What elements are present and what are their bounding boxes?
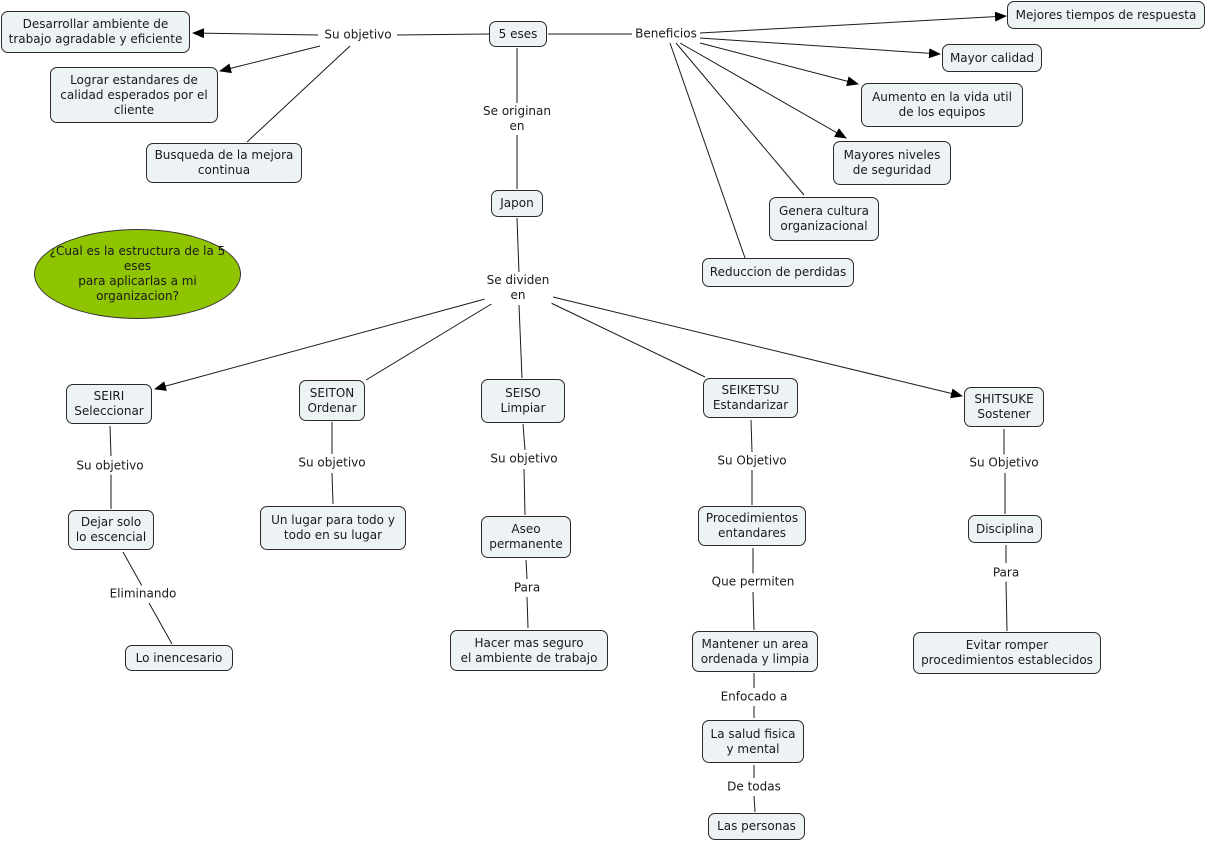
node-shitsuke-disciplina[interactable]: Disciplina [968, 515, 1042, 543]
link-label-seiton-objetivo: Su objetivo [296, 454, 368, 472]
line-seiton-n0 [331, 472, 334, 505]
node-beneficio-vida-util[interactable]: Aumento en la vida util de los equipos [861, 83, 1023, 127]
link-label-beneficios: Beneficios [633, 25, 699, 43]
line-seiso-l1 [525, 559, 528, 580]
node-objetivo-mejora[interactable]: Busqueda de la mejora continua [146, 143, 302, 183]
arrow-objetivo-1 [219, 45, 321, 74]
node-japon[interactable]: Japon [491, 190, 543, 217]
line-root-objetivo [396, 33, 490, 36]
node-seiri-escencial[interactable]: Dejar solo lo escencial [68, 510, 154, 550]
line-objetivo-2 [246, 45, 351, 143]
link-label-seiketsu-permiten: Que permiten [709, 573, 797, 591]
arrow-beneficio-2 [699, 42, 859, 87]
line-division-seiketsu [550, 302, 706, 378]
node-shitsuke[interactable]: SHITSUKE Sostener [964, 387, 1044, 427]
arrow-objetivo-0 [192, 28, 319, 39]
line-japon-division [516, 217, 520, 274]
node-beneficio-perdidas[interactable]: Reduccion de perdidas [702, 258, 854, 287]
line-seiketsu-l0 [750, 419, 753, 453]
line-beneficio-4 [675, 42, 805, 196]
node-objetivo-calidad[interactable]: Lograr estandares de calidad esperados p… [50, 67, 218, 123]
node-shitsuke-evitar[interactable]: Evitar romper procedimientos establecido… [913, 632, 1101, 674]
node-seiketsu-personas[interactable]: Las personas [708, 813, 805, 840]
link-label-seiketsu-enfocado: Enfocado a [718, 688, 790, 706]
node-beneficio-tiempos[interactable]: Mejores tiempos de respuesta [1007, 1, 1205, 29]
node-seiketsu-salud[interactable]: La salud fisica y mental [702, 720, 804, 763]
node-seiketsu[interactable]: SEIKETSU Estandarizar [703, 378, 798, 418]
line-seiri-l0 [109, 425, 112, 457]
line-division-seiso [518, 304, 523, 379]
arrow-beneficio-3 [679, 42, 847, 139]
link-label-seiketsu-todas: De todas [725, 778, 783, 796]
line-seiri-n1 [148, 602, 173, 645]
line-division-seiton [365, 302, 494, 381]
line-beneficio-5 [669, 42, 746, 259]
node-seiketsu-area[interactable]: Mantener un area ordenada y limpia [692, 631, 818, 672]
node-seiso-seguro[interactable]: Hacer mas seguro el ambiente de trabajo [450, 630, 608, 671]
node-beneficio-cultura[interactable]: Genera cultura organizacional [769, 197, 879, 241]
node-seiketsu-procedimientos[interactable]: Procedimientos entandares [698, 506, 806, 546]
line-seiso-n1 [526, 596, 529, 629]
link-label-objetivo: Su objetivo [322, 26, 394, 44]
line-seiketsu-n3 [753, 795, 756, 813]
link-label-division: Se dividen en [484, 272, 552, 304]
line-shitsuke-n1 [1005, 580, 1008, 632]
node-objetivo-ambiente[interactable]: Desarrollar ambiente de trabajo agradabl… [1, 11, 190, 53]
node-seiri[interactable]: SEIRI Seleccionar [66, 384, 152, 424]
line-seiketsu-n1 [752, 591, 755, 631]
arrow-beneficio-1 [699, 37, 941, 59]
line-seiso-n0 [523, 468, 526, 516]
node-seiri-innecesario[interactable]: Lo inencesario [125, 645, 233, 671]
node-beneficio-seguridad[interactable]: Mayores niveles de seguridad [833, 141, 951, 185]
line-seiri-l1 [122, 551, 143, 587]
arrow-beneficio-0 [699, 11, 1007, 34]
link-label-seiso-objetivo: Su objetivo [488, 450, 560, 468]
link-label-origen: Se originan en [481, 103, 553, 135]
link-label-seiri-objetivo: Su objetivo [74, 457, 146, 475]
node-seiton[interactable]: SEITON Ordenar [299, 380, 365, 421]
focus-question[interactable]: ¿Cual es la estructura de la 5 eses para… [34, 229, 241, 319]
node-beneficio-calidad[interactable]: Mayor calidad [942, 44, 1042, 72]
node-seiso[interactable]: SEISO Limpiar [481, 379, 565, 423]
node-seiso-aseo[interactable]: Aseo permanente [481, 516, 571, 558]
link-label-shitsuke-para: Para [990, 564, 1022, 582]
arrow-division-seiri [154, 298, 486, 391]
line-seiso-l0 [522, 423, 526, 451]
node-seiton-lugar[interactable]: Un lugar para todo y todo en su lugar [260, 506, 406, 550]
link-label-seiketsu-objetivo: Su Objetivo [715, 452, 789, 470]
link-label-seiri-eliminando: Eliminando [107, 585, 179, 603]
link-label-seiso-para: Para [511, 579, 543, 597]
link-label-shitsuke-objetivo: Su Objetivo [967, 454, 1041, 472]
node-root[interactable]: 5 eses [489, 21, 547, 47]
